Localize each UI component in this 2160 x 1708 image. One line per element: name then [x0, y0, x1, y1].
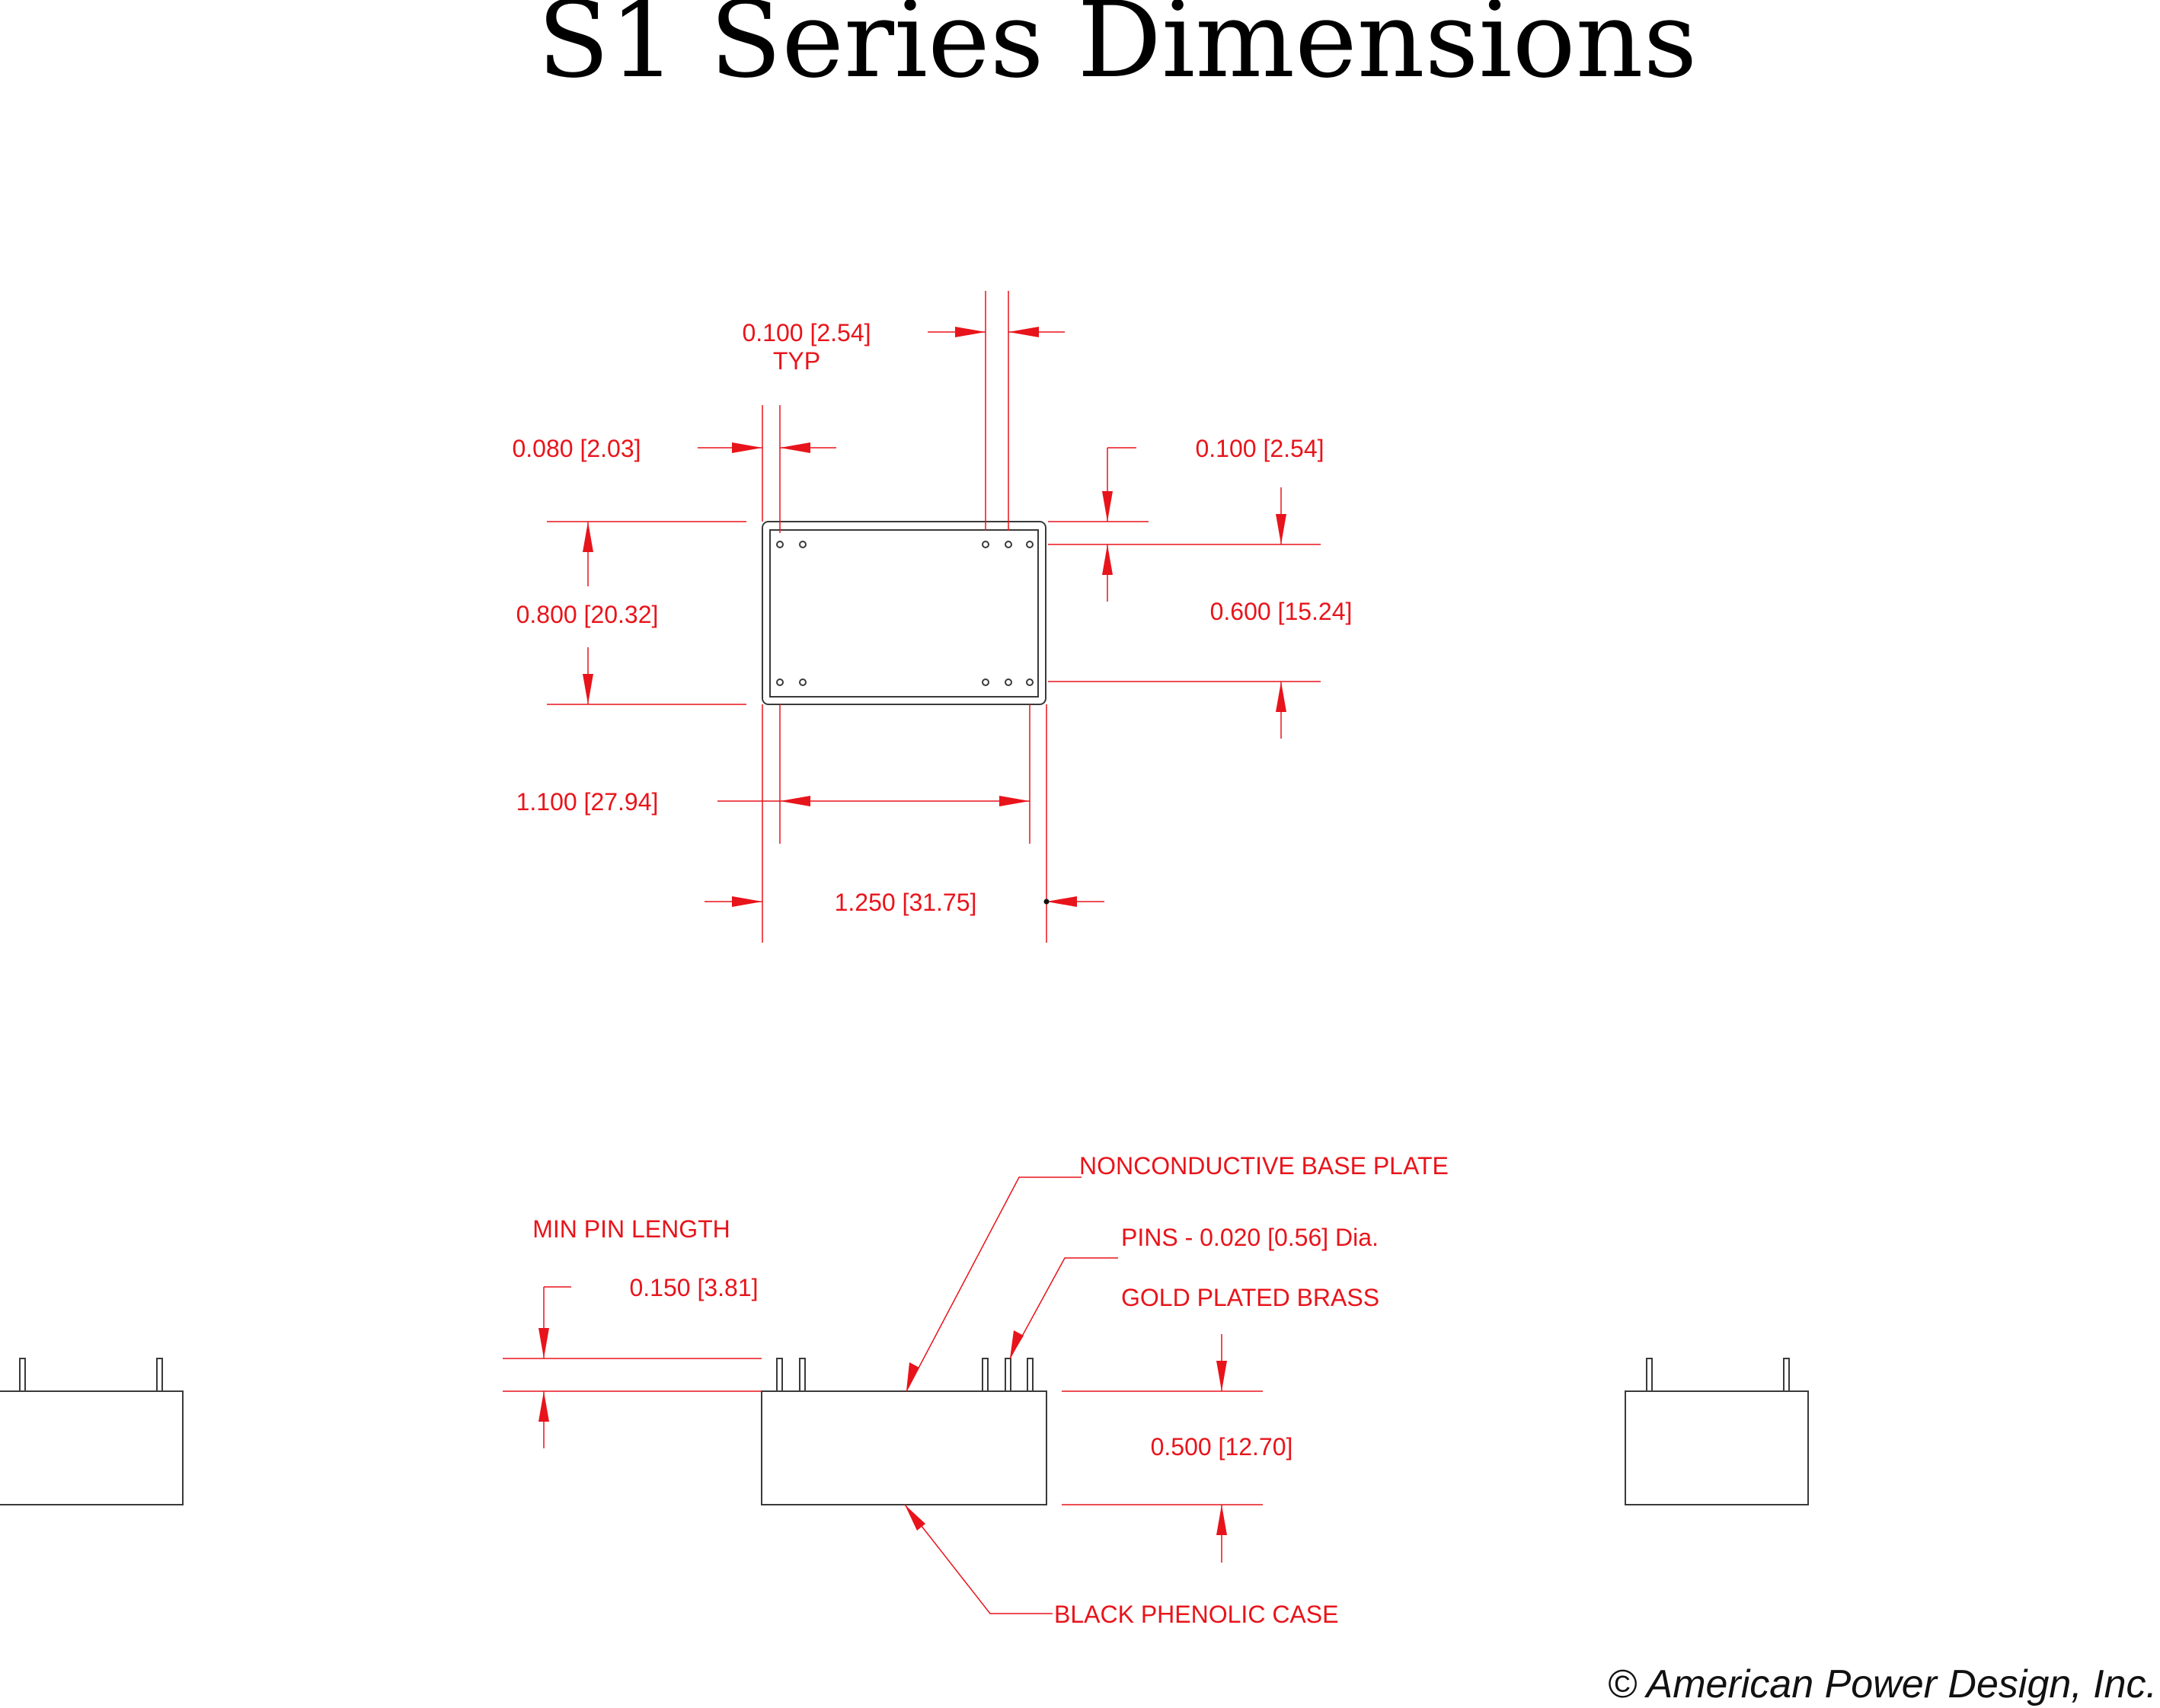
page-title: S1 Series Dimensions: [538, 0, 1698, 101]
dim-pin-row-spacing: 0.600 [15.24]: [1048, 487, 1352, 739]
side-view-left-partial: [0, 1358, 184, 1505]
dim-pin-edge-offset: 0.080 [2.03]: [512, 405, 836, 533]
case-height-label: 0.500 [12.70]: [1151, 1433, 1293, 1461]
pin-pitch-label: 0.100 [2.54]: [742, 319, 871, 346]
side-pins: [776, 1358, 1034, 1392]
pin-edge-offset-label: 0.080 [2.03]: [512, 435, 641, 462]
min-pin-length-value: 0.150 [3.81]: [629, 1274, 758, 1301]
leader-base-plate: NONCONDUCTIVE BASE PLATE: [906, 1152, 1449, 1392]
case-inner-outline-top: [769, 529, 1039, 698]
dim-pin-pitch: 0.100 [2.54] TYP: [742, 291, 1065, 531]
leader-pins: PINS - 0.020 [0.56] Dia. GOLD PLATED BRA…: [1009, 1224, 1379, 1359]
copyright-text: © American Power Design, Inc.: [1608, 1662, 2157, 1706]
leader-case: BLACK PHENOLIC CASE: [904, 1504, 1338, 1628]
pin-holes: [776, 541, 1034, 686]
dim-pin-span-width: 1.100 [27.94]: [516, 704, 1030, 844]
pin-row-spacing-label: 0.600 [15.24]: [1210, 598, 1353, 625]
case-outline-top: [762, 521, 1046, 705]
dim-pin-row-offset: 0.100 [2.54]: [1048, 435, 1324, 602]
pin-span-width-label: 1.100 [27.94]: [516, 788, 659, 816]
pins-material-label: GOLD PLATED BRASS: [1121, 1284, 1379, 1311]
min-pin-length-label: MIN PIN LENGTH: [532, 1215, 730, 1243]
pin-pitch-note: TYP: [773, 347, 820, 375]
dim-case-width: 1.250 [31.75]: [705, 704, 1104, 943]
top-view: 0.100 [2.54] TYP 0.080 [2.03] 0.800 [20.…: [512, 291, 1352, 943]
base-plate-label: NONCONDUCTIVE BASE PLATE: [1079, 1152, 1449, 1180]
dim-case-height: 0.500 [12.70]: [1062, 1334, 1292, 1563]
case-outline-side: [761, 1390, 1047, 1505]
pin-row-height-label: 0.800 [20.32]: [516, 601, 659, 628]
pins-label: PINS - 0.020 [0.56] Dia.: [1121, 1224, 1379, 1251]
dim-min-pin-length: MIN PIN LENGTH 0.150 [3.81]: [503, 1215, 762, 1448]
pin-row-offset-label: 0.100 [2.54]: [1195, 435, 1324, 462]
side-view: MIN PIN LENGTH 0.150 [3.81] NONCONDUCTIV…: [0, 1152, 1809, 1628]
side-view-right-partial: [1625, 1358, 1809, 1505]
case-width-label: 1.250 [31.75]: [835, 889, 977, 916]
dim-pin-row-height: 0.800 [20.32]: [516, 521, 746, 705]
case-label: BLACK PHENOLIC CASE: [1054, 1601, 1338, 1628]
